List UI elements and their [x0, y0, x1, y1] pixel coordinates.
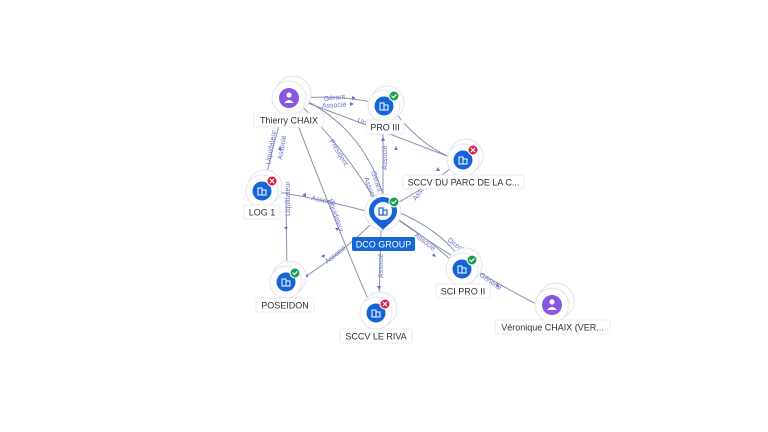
close-icon — [470, 147, 476, 153]
building-icon — [379, 102, 389, 111]
check-icon — [292, 271, 298, 276]
node-poseidon[interactable]: POSEIDON — [255, 260, 315, 313]
node-label: DCO GROUP — [356, 240, 412, 250]
node-pro-iii[interactable]: PRO III — [365, 85, 405, 135]
node-sccv-du-parc[interactable]: SCCV DU PARC DE LA C... — [402, 138, 525, 190]
arrow-icon — [381, 137, 385, 141]
edge-center-log1 — [277, 191, 371, 213]
person-icon — [284, 92, 294, 103]
building-icon — [257, 187, 267, 196]
edge-pro3-parc — [394, 111, 453, 159]
arrow-icon — [278, 146, 282, 150]
check-icon — [469, 258, 475, 263]
arrow-icon — [394, 146, 398, 150]
arrow-icon — [432, 253, 436, 257]
building-icon — [378, 207, 388, 216]
person-icon — [547, 299, 557, 310]
node-label: SCCV LE RIVA — [345, 332, 406, 342]
arrow-icon — [496, 283, 500, 287]
arrow-icon — [284, 227, 288, 230]
node-sci-pro-ii[interactable]: SCI PRO II — [435, 247, 491, 299]
edge-thierry-riva — [292, 111, 371, 305]
arrow-icon — [335, 228, 339, 231]
node-log-1[interactable]: LOG 1 — [243, 169, 283, 220]
edge-label-associe-log1: Associé — [277, 135, 288, 160]
node-label: LOG 1 — [249, 208, 276, 218]
node-thierry-chaix[interactable]: Thierry CHAIX — [253, 75, 325, 128]
close-icon — [269, 178, 275, 184]
edge-label-associe-pro2: Associé — [413, 232, 437, 253]
building-icon — [371, 309, 381, 318]
arrow-icon — [302, 193, 306, 197]
check-icon — [391, 94, 397, 99]
arrow-icon — [436, 167, 440, 171]
node-label: Véronique CHAIX (VER... — [501, 323, 604, 333]
edge-label-un: Un — [356, 117, 367, 127]
building-icon — [457, 265, 467, 274]
edge-center-pro2-2 — [397, 211, 461, 259]
close-icon — [382, 301, 388, 307]
arrow-icon — [321, 254, 325, 258]
edge-label-associe-pro3: Associé — [382, 145, 389, 170]
edge-label-associe: Associé — [322, 102, 347, 110]
edge-label-liquidateur-poseidon: Liquidateur — [285, 181, 292, 216]
node-label: Thierry CHAIX — [260, 116, 318, 126]
node-label: SCI PRO II — [441, 287, 486, 297]
check-icon — [391, 200, 397, 205]
node-label: POSEIDON — [261, 301, 309, 311]
node-label: SCCV DU PARC DE LA C... — [408, 178, 520, 188]
node-sccv-le-riva[interactable]: SCCV LE RIVA — [339, 291, 413, 344]
edge-label-associe-poseidon: Associé — [324, 245, 348, 266]
edge-label-associe-log1-center: Associé — [311, 195, 337, 207]
arrow-icon — [377, 286, 381, 290]
edge-label-president: Président — [327, 138, 349, 167]
node-dco-group[interactable]: DCO GROUP — [352, 193, 415, 251]
building-icon — [458, 156, 468, 165]
edge-label-gerant: Gérant — [323, 94, 345, 103]
node-veronique-chaix[interactable]: Véronique CHAIX (VER... — [494, 282, 611, 335]
node-label: PRO III — [370, 123, 400, 133]
arrow-icon — [352, 96, 356, 100]
arrow-icon — [350, 102, 354, 106]
edge-log1-poseidon — [285, 199, 288, 271]
building-icon — [281, 278, 291, 287]
edge-label-associe-riva: Associé — [378, 253, 385, 278]
